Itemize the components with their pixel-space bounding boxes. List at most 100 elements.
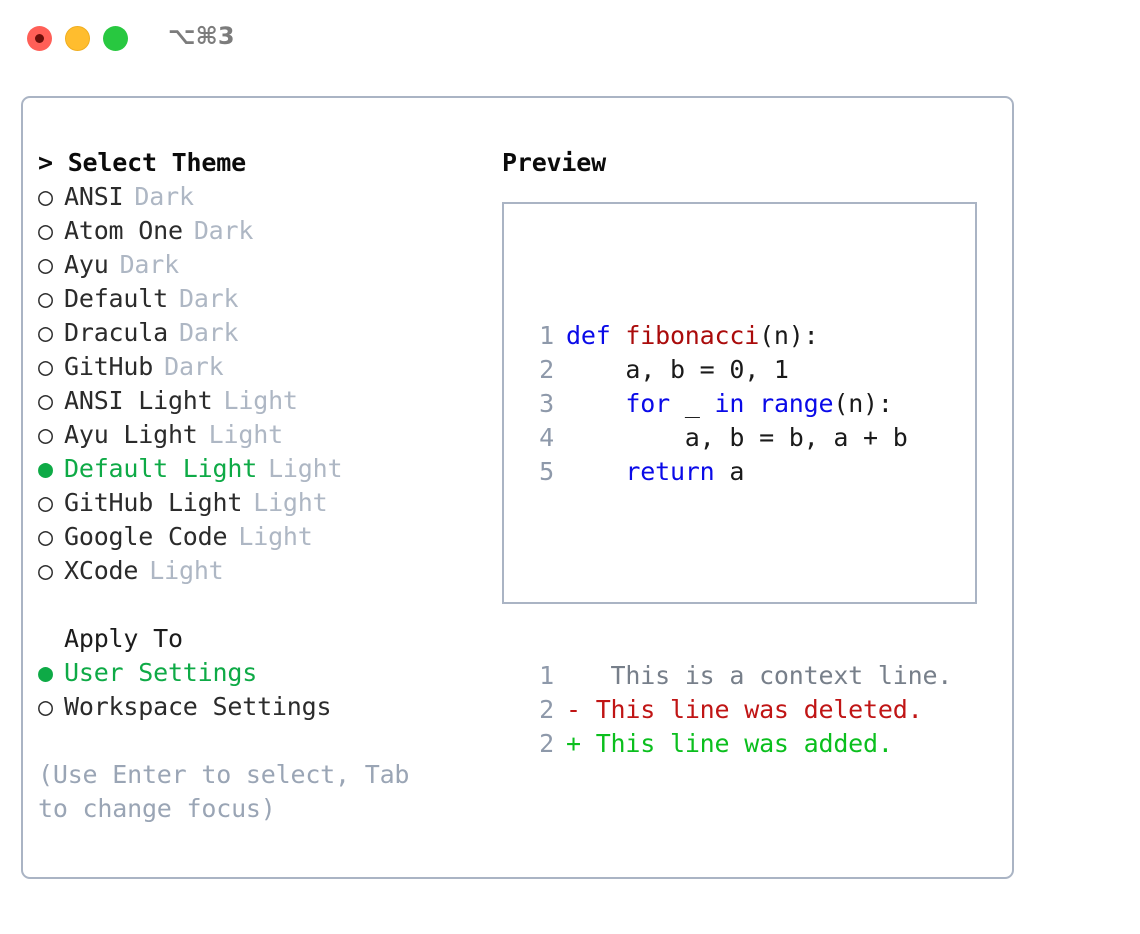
preview-heading: Preview — [502, 148, 606, 177]
radio-unselected-icon: ○ — [38, 692, 53, 721]
line-number: 2 — [539, 729, 554, 758]
section-spacer — [38, 588, 478, 622]
diff-block: 1 This is a context line.2- This line wa… — [520, 659, 952, 761]
code-token: a, b = b, a + b — [566, 423, 908, 452]
code-token: a, b = 0, 1 — [566, 355, 789, 384]
select-theme-heading: > Select Theme — [38, 148, 246, 177]
theme-list-item[interactable]: ○ Google Code Light — [38, 520, 478, 554]
radio-unselected-icon: ○ — [38, 522, 53, 551]
theme-kind-label: Dark — [178, 284, 239, 313]
line-number: 4 — [539, 423, 554, 452]
code-token: _ — [669, 389, 715, 418]
theme-name-label: ANSI Light — [64, 386, 213, 415]
theme-name-label: ANSI — [64, 182, 124, 211]
diff-sign: + — [566, 729, 581, 758]
code-token: in — [714, 389, 745, 418]
theme-list-item[interactable]: ○ ANSI Light Light — [38, 384, 478, 418]
window-controls — [27, 26, 128, 51]
theme-kind-label: Dark — [134, 182, 194, 211]
code-token: a — [714, 457, 745, 486]
apply-to-list: ● User Settings ○ Workspace Settings — [38, 656, 478, 724]
diff-line: 1 This is a context line. — [520, 659, 952, 693]
code-token: (n): — [759, 321, 819, 350]
theme-name-label: GitHub Light — [64, 488, 243, 517]
theme-name-label: Ayu — [64, 250, 109, 279]
radio-selected-icon: ● — [38, 658, 53, 687]
theme-kind-label: Dark — [193, 216, 254, 245]
theme-kind-label: Light — [253, 488, 328, 517]
diff-sign: - — [566, 695, 581, 724]
keyboard-shortcut-label: ⌥⌘3 — [168, 22, 235, 50]
apply-to-item[interactable]: ○ Workspace Settings — [38, 690, 478, 724]
theme-list-item[interactable]: ○ ANSI Dark — [38, 180, 478, 214]
theme-kind-label: Light — [208, 420, 283, 449]
theme-name-label: Atom One — [64, 216, 183, 245]
theme-list-item[interactable]: ○ GitHub Light Light — [38, 486, 478, 520]
radio-unselected-icon: ○ — [38, 556, 53, 585]
theme-list-item[interactable]: ○ XCode Light — [38, 554, 478, 588]
code-token: fibonacci — [625, 321, 760, 350]
code-token: for — [625, 389, 670, 418]
code-line: 3 for _ in range(n): — [520, 387, 952, 421]
apply-to-label: User Settings — [64, 658, 258, 687]
radio-unselected-icon: ○ — [38, 352, 53, 381]
theme-kind-label: Light — [223, 386, 298, 415]
theme-list-item[interactable]: ○ Default Dark — [38, 282, 478, 316]
minimize-button-icon[interactable] — [65, 26, 90, 51]
apply-to-item[interactable]: ● User Settings — [38, 656, 478, 690]
diff-text: This line was added. — [580, 729, 893, 758]
line-number: 2 — [539, 355, 554, 384]
maximize-button-icon[interactable] — [103, 26, 128, 51]
code-token — [566, 389, 625, 418]
radio-unselected-icon: ○ — [38, 488, 53, 517]
code-diff-spacer — [520, 557, 952, 591]
theme-name-label: XCode — [64, 556, 139, 585]
theme-kind-label: Light — [238, 522, 313, 551]
diff-text: This is a context line. — [580, 661, 953, 690]
apply-to-heading: Apply To — [64, 624, 183, 653]
code-token — [744, 389, 759, 418]
theme-name-label: Default — [64, 284, 168, 313]
code-line: 5 return a — [520, 455, 952, 489]
apply-to-label: Workspace Settings — [64, 692, 332, 721]
radio-unselected-icon: ○ — [38, 284, 53, 313]
code-line: 2 a, b = 0, 1 — [520, 353, 952, 387]
radio-unselected-icon: ○ — [38, 386, 53, 415]
line-number: 5 — [539, 457, 554, 486]
theme-kind-label: Light — [149, 556, 224, 585]
diff-line: 2 + This line was added. — [520, 727, 952, 761]
keyboard-hint-text: (Use Enter to select, Tab to change focu… — [38, 760, 410, 823]
theme-kind-label: Dark — [164, 352, 224, 381]
diff-text: This line was deleted. — [580, 695, 923, 724]
theme-name-label: Default Light — [64, 454, 258, 483]
theme-name-label: Google Code — [64, 522, 228, 551]
code-token: return — [625, 457, 715, 486]
theme-kind-label: Dark — [119, 250, 180, 279]
radio-unselected-icon: ○ — [38, 182, 53, 211]
theme-kind-label: Light — [268, 454, 343, 483]
line-number: 2 — [539, 695, 554, 724]
radio-unselected-icon: ○ — [38, 420, 53, 449]
theme-name-label: GitHub — [64, 352, 154, 381]
theme-list-item[interactable]: ○ GitHub Dark — [38, 350, 478, 384]
line-number: 3 — [539, 389, 554, 418]
theme-list-item[interactable]: ○ Ayu Light Light — [38, 418, 478, 452]
code-token: range — [759, 389, 834, 418]
theme-name-label: Ayu Light — [64, 420, 198, 449]
line-number: 1 — [539, 321, 554, 350]
close-button-icon[interactable] — [27, 26, 52, 51]
code-token: def — [566, 321, 626, 350]
theme-kind-label: Dark — [178, 318, 239, 347]
code-line: 4 a, b = b, a + b — [520, 421, 952, 455]
